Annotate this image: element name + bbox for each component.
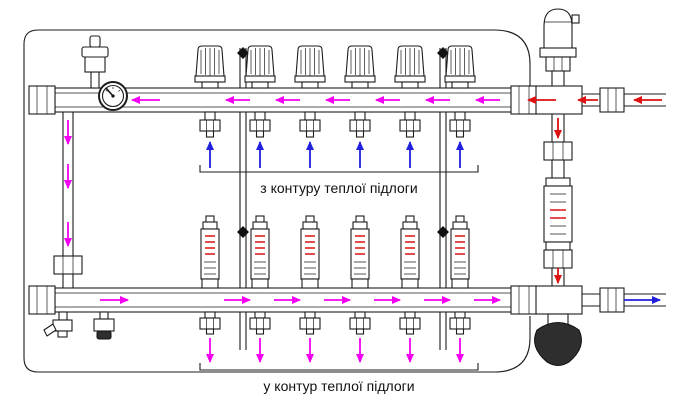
union-nut [28, 85, 56, 115]
outlet-pipe [582, 287, 666, 313]
left-connecting-pipe [53, 112, 83, 288]
label-from-circuit: з контуру теплої підлоги [260, 180, 417, 196]
sight-glass [543, 177, 573, 251]
flow-arrows [64, 96, 662, 363]
drain-valve [93, 311, 115, 340]
fill-valve [81, 35, 109, 89]
flow-meter-station [199, 215, 221, 335]
mounting-brackets [237, 47, 449, 350]
group-bracket [199, 165, 479, 371]
air-vent [539, 8, 580, 72]
inlet-pipe [582, 87, 666, 113]
flow-meter-station [349, 215, 371, 335]
union-nut [510, 285, 538, 315]
flow-meter-station [299, 215, 321, 335]
flow-meter-station [249, 215, 271, 335]
outlet-tee [535, 285, 583, 315]
right-riser-pipe [551, 71, 565, 286]
union-nut [28, 285, 56, 315]
pressure-gauge [98, 81, 128, 111]
union-nut [543, 141, 573, 161]
union-nut [543, 249, 573, 269]
flow-meter-station [399, 215, 421, 335]
drain-valve [43, 311, 73, 338]
ball-valve-handle [534, 313, 582, 366]
flow-meter-station [449, 215, 471, 335]
enclosure-border [23, 29, 531, 373]
label-to-circuit: у контур теплої підлоги [263, 378, 414, 394]
